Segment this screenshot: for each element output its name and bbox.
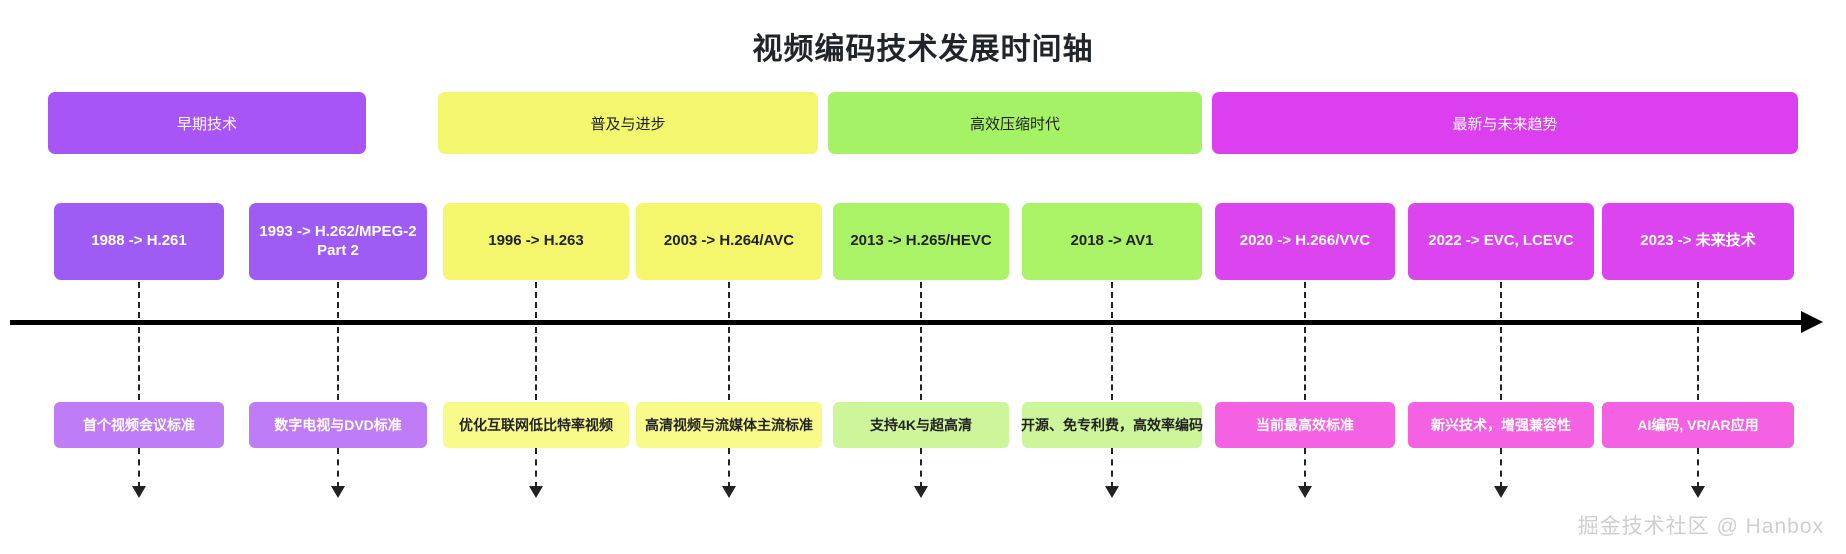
description-box-8[interactable]: AI编码, VR/AR应用: [1602, 402, 1794, 448]
milestone-box-3[interactable]: 2003 -> H.264/AVC: [636, 203, 822, 280]
description-label: 支持4K与超高清: [870, 417, 972, 433]
connector-mid-2: [535, 327, 537, 400]
description-label: 开源、免专利费，高效率编码: [1021, 417, 1203, 433]
connector-down-1: [337, 448, 339, 488]
page-title: 视频编码技术发展时间轴: [752, 33, 1094, 66]
description-label: 高清视频与流媒体主流标准: [645, 417, 813, 433]
connector-mid-3: [728, 327, 730, 400]
description-label: 优化互联网低比特率视频: [459, 417, 613, 433]
connector-arrow-icon-0: [132, 486, 146, 498]
milestone-label: 2018 -> AV1: [1070, 232, 1154, 250]
connector-mid-5: [1111, 327, 1113, 400]
connector-down-0: [138, 448, 140, 488]
phase-header-label: 最新与未来趋势: [1452, 115, 1558, 133]
milestone-box-8[interactable]: 2023 -> 未来技术: [1602, 203, 1794, 280]
description-label: AI编码, VR/AR应用: [1637, 417, 1759, 433]
description-box-7[interactable]: 新兴技术，增强兼容性: [1408, 402, 1594, 448]
connector-arrow-icon-5: [1105, 486, 1119, 498]
phase-header-label: 早期技术: [176, 115, 237, 133]
connector-arrow-icon-7: [1494, 486, 1508, 498]
timeline-axis-arrow-icon: [1801, 311, 1823, 333]
milestone-box-1[interactable]: 1993 -> H.262/MPEG-2 Part 2: [249, 203, 427, 280]
milestone-label: 2023 -> 未来技术: [1640, 232, 1756, 250]
milestone-box-6[interactable]: 2020 -> H.266/VVC: [1215, 203, 1395, 280]
description-label: 数字电视与DVD标准: [274, 417, 402, 433]
milestone-row: 1988 -> H.261 1993 -> H.262/MPEG-2 Part 2…: [0, 203, 1846, 280]
connector-down-7: [1500, 448, 1502, 488]
connector-mid-7: [1500, 327, 1502, 400]
milestone-label: 2020 -> H.266/VVC: [1239, 232, 1371, 250]
description-box-6[interactable]: 当前最高效标准: [1215, 402, 1395, 448]
connector-up-0: [138, 282, 140, 318]
milestone-label: 2003 -> H.264/AVC: [663, 232, 795, 250]
connector-up-8: [1697, 282, 1699, 318]
description-box-1[interactable]: 数字电视与DVD标准: [249, 402, 427, 448]
phase-header-2[interactable]: 高效压缩时代: [828, 92, 1202, 154]
connector-arrow-icon-4: [914, 486, 928, 498]
connector-up-1: [337, 282, 339, 318]
milestone-box-5[interactable]: 2018 -> AV1: [1022, 203, 1202, 280]
description-box-0[interactable]: 首个视频会议标准: [54, 402, 224, 448]
phase-header-3[interactable]: 最新与未来趋势: [1212, 92, 1798, 154]
connector-down-2: [535, 448, 537, 488]
description-box-5[interactable]: 开源、免专利费，高效率编码: [1021, 402, 1203, 448]
connector-mid-4: [920, 327, 922, 400]
connector-arrow-icon-2: [529, 486, 543, 498]
watermark: 掘金技术社区 @ Hanbox: [1577, 515, 1824, 538]
connector-down-4: [920, 448, 922, 488]
connector-down-5: [1111, 448, 1113, 488]
milestone-label: 1988 -> H.261: [91, 232, 187, 250]
connector-down-6: [1304, 448, 1306, 488]
milestone-box-7[interactable]: 2022 -> EVC, LCEVC: [1408, 203, 1594, 280]
phase-header-1[interactable]: 普及与进步: [438, 92, 818, 154]
connector-arrow-icon-8: [1691, 486, 1705, 498]
milestone-box-2[interactable]: 1996 -> H.263: [443, 203, 629, 280]
connector-down-3: [728, 448, 730, 488]
phase-header-label: 普及与进步: [590, 115, 666, 133]
connector-up-4: [920, 282, 922, 318]
phase-header-row: 早期技术 普及与进步 高效压缩时代 最新与未来趋势: [0, 92, 1846, 154]
connector-up-6: [1304, 282, 1306, 318]
phase-header-label: 高效压缩时代: [969, 115, 1060, 133]
connector-up-3: [728, 282, 730, 318]
description-label: 当前最高效标准: [1256, 417, 1354, 433]
milestone-box-4[interactable]: 2013 -> H.265/HEVC: [833, 203, 1009, 280]
description-box-3[interactable]: 高清视频与流媒体主流标准: [636, 402, 822, 448]
description-box-4[interactable]: 支持4K与超高清: [833, 402, 1009, 448]
timeline-axis-line: [10, 320, 1805, 325]
milestone-label: 2022 -> EVC, LCEVC: [1428, 232, 1574, 250]
phase-header-0[interactable]: 早期技术: [48, 92, 366, 154]
connector-up-2: [535, 282, 537, 318]
connector-arrow-icon-6: [1298, 486, 1312, 498]
milestone-label: 1996 -> H.263: [488, 232, 584, 250]
connector-arrow-icon-1: [331, 486, 345, 498]
description-row: 首个视频会议标准 数字电视与DVD标准 优化互联网低比特率视频 高清视频与流媒体主流标…: [0, 402, 1846, 448]
milestone-box-0[interactable]: 1988 -> H.261: [54, 203, 224, 280]
connector-arrow-icon-3: [722, 486, 736, 498]
milestone-label: 2013 -> H.265/HEVC: [850, 232, 992, 250]
connector-mid-0: [138, 327, 140, 400]
description-box-2[interactable]: 优化互联网低比特率视频: [443, 402, 629, 448]
description-label: 首个视频会议标准: [83, 417, 195, 433]
connector-mid-1: [337, 327, 339, 400]
milestone-label: 1993 -> H.262/MPEG-2 Part 2: [259, 222, 417, 259]
connector-up-7: [1500, 282, 1502, 318]
connector-mid-6: [1304, 327, 1306, 400]
connector-mid-8: [1697, 327, 1699, 400]
connector-up-5: [1111, 282, 1113, 318]
connector-down-8: [1697, 448, 1699, 488]
description-label: 新兴技术，增强兼容性: [1431, 417, 1571, 433]
